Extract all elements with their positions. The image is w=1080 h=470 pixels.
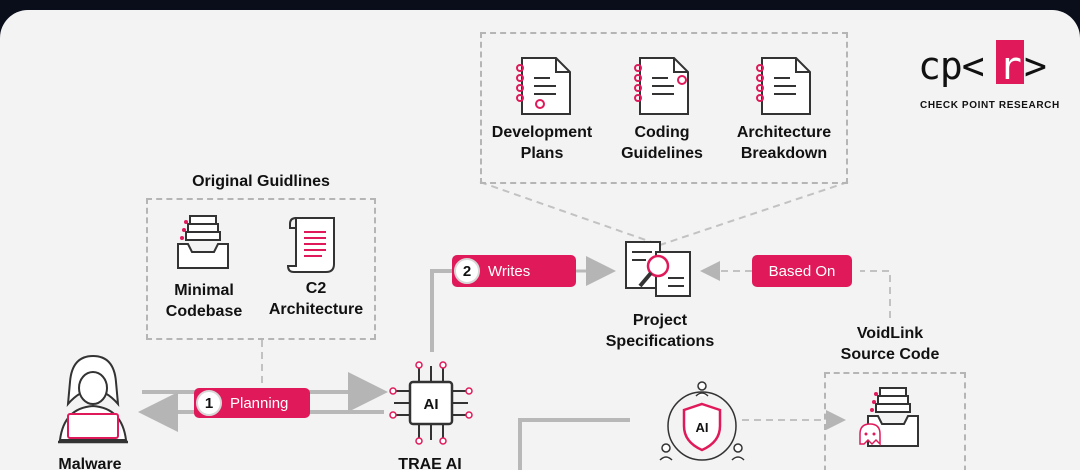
writes-step: 2 Writes xyxy=(452,255,576,287)
voidlink-label: VoidLink Source Code xyxy=(840,325,940,363)
c2-architecture-label: C2 Architecture xyxy=(268,280,364,318)
step-number-badge: 2 xyxy=(454,258,480,284)
logo-accent-block xyxy=(996,40,1024,84)
coding-guidelines-icon xyxy=(634,57,689,115)
original-guidelines-title: Original Guidlines xyxy=(192,173,330,190)
voidlink-codebase-icon xyxy=(859,387,919,447)
check-point-logo: cp< r > CHECK POINT RESEARCH xyxy=(916,38,1059,118)
architecture-breakdown-icon xyxy=(756,57,811,115)
based-on-line xyxy=(860,270,891,318)
build-line xyxy=(518,418,630,470)
ai-shield-team-icon: AI xyxy=(659,381,745,461)
planning-step: 1 Planning xyxy=(194,388,310,418)
planning-step-label: Planning xyxy=(230,394,289,412)
funnel-line-left xyxy=(479,181,661,246)
based-on-step: Based On xyxy=(752,255,852,287)
hooded-hacker-icon xyxy=(58,354,128,444)
malware-developer-label: Malware xyxy=(58,456,122,470)
development-plans-icon xyxy=(516,57,571,115)
ai-shield-text: AI xyxy=(696,420,709,435)
step-number-badge: 1 xyxy=(196,390,222,416)
based-on-step-label: Based On xyxy=(768,262,836,280)
logo-tagline: CHECK POINT RESEARCH xyxy=(920,100,1060,111)
minimal-codebase-label: Minimal Codebase xyxy=(165,282,243,320)
ai-chip-icon: AI xyxy=(389,361,473,445)
funnel-line-right xyxy=(659,181,849,246)
voidlink-box xyxy=(824,372,966,470)
writes-line-vertical xyxy=(430,269,452,352)
original-guidelines-box xyxy=(146,198,376,340)
architecture-breakdown-label: Architecture Breakdown xyxy=(736,124,832,162)
trae-ai-label: TRAE AI xyxy=(398,456,462,470)
c2-architecture-scroll-icon xyxy=(286,217,335,273)
writes-step-label: Writes xyxy=(488,262,531,280)
diagram-canvas: cp< r > CHECK POINT RESEARCH Development… xyxy=(0,10,1080,470)
coding-guidelines-label: Coding Guidelines xyxy=(621,124,703,162)
codebase-tray-icon xyxy=(177,215,229,269)
project-specifications-label: Project Specifications xyxy=(605,312,715,350)
deliverables-box xyxy=(480,32,848,184)
development-plans-label: Development Plans xyxy=(491,124,593,162)
project-specifications-icon xyxy=(625,241,691,297)
ai-chip-text: AI xyxy=(424,396,439,413)
